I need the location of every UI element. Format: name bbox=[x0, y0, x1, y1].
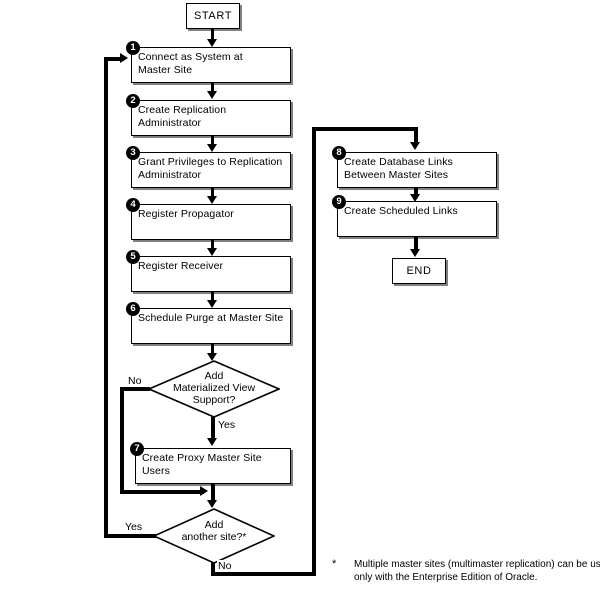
arrowhead-decision1-no-rejoin bbox=[200, 486, 208, 496]
step-box-3: Grant Privileges to Replication Administ… bbox=[131, 152, 291, 188]
connector-step9-to-end bbox=[414, 237, 418, 251]
connector-decision1-no-horizontal bbox=[120, 387, 150, 391]
step-label-8: Create Database Links Between Master Sit… bbox=[344, 156, 453, 181]
step-badge-5: 5 bbox=[126, 250, 140, 264]
decision-another-site bbox=[153, 508, 275, 564]
footnote-marker: * bbox=[332, 558, 337, 570]
decision2-yes-label: Yes bbox=[124, 521, 144, 533]
connector-step4-to-step5 bbox=[211, 240, 214, 249]
connector-decision2-no-into-step8 bbox=[312, 127, 417, 131]
connector-decision2-no-vertical-short bbox=[211, 559, 215, 576]
connector-decision2-no-horizontal bbox=[211, 572, 316, 576]
end-terminator: END bbox=[392, 258, 446, 284]
step-box-5: Register Receiver bbox=[131, 256, 291, 292]
connector-step3-to-step4 bbox=[211, 188, 214, 197]
arrowhead-step5-to-step6 bbox=[207, 300, 217, 308]
arrowhead-decision2-no-into-step8 bbox=[410, 142, 420, 150]
step-label-1: Connect as System at Master Site bbox=[138, 51, 243, 76]
step-box-9: Create Scheduled Links bbox=[337, 201, 497, 237]
connector-decision1-no-rejoin bbox=[120, 490, 204, 494]
start-terminator: START bbox=[186, 3, 240, 29]
step-box-8: Create Database Links Between Master Sit… bbox=[337, 152, 497, 188]
step-badge-3: 3 bbox=[126, 146, 140, 160]
connector-start-to-step1 bbox=[211, 29, 214, 40]
connector-step5-to-step6 bbox=[211, 292, 214, 301]
arrowhead-step9-to-end bbox=[410, 249, 420, 257]
connector-decision2-no-down-to-step8 bbox=[414, 127, 418, 144]
arrowhead-step8-to-step9 bbox=[410, 194, 420, 202]
decision-label-another-site: Add another site?* bbox=[181, 519, 247, 543]
step-box-4: Register Propagator bbox=[131, 204, 291, 240]
step-box-6: Schedule Purge at Master Site bbox=[131, 308, 291, 344]
step-label-2: Create Replication Administrator bbox=[138, 104, 227, 129]
decision-label-materialized-view: Add Materialized View Support? bbox=[172, 370, 256, 406]
connector-step7-to-decision2 bbox=[211, 484, 215, 502]
connector-decision2-yes-horizontal bbox=[104, 534, 156, 538]
step-box-7: Create Proxy Master Site Users bbox=[135, 448, 291, 484]
connector-decision1-yes bbox=[211, 417, 215, 440]
arrowhead-decision2-yes-into-step1 bbox=[120, 53, 128, 63]
step-label-5: Register Receiver bbox=[138, 260, 224, 272]
step-label-6: Schedule Purge at Master Site bbox=[138, 312, 284, 324]
step-label-3: Grant Privileges to Replication Administ… bbox=[138, 156, 283, 181]
footnote: * Multiple master sites (multimaster rep… bbox=[332, 558, 600, 590]
connector-decision2-yes-vertical bbox=[104, 57, 108, 537]
step-label-9: Create Scheduled Links bbox=[344, 205, 458, 217]
decision1-yes-label: Yes bbox=[217, 419, 237, 431]
connector-step6-to-decision1 bbox=[211, 344, 214, 355]
decision-materialized-view bbox=[148, 360, 280, 418]
step-badge-2: 2 bbox=[126, 94, 140, 108]
connector-decision1-no-vertical bbox=[120, 387, 124, 493]
step-badge-6: 6 bbox=[126, 302, 140, 316]
connector-decision2-yes-into-step1 bbox=[104, 57, 124, 61]
arrowhead-step6-to-decision1 bbox=[207, 353, 217, 361]
step-box-2: Create Replication Administrator bbox=[131, 100, 291, 136]
end-label: END bbox=[406, 265, 432, 277]
arrowhead-decision1-yes bbox=[207, 438, 217, 446]
connector-step2-to-step3 bbox=[211, 136, 214, 145]
start-label: START bbox=[193, 10, 233, 22]
step-box-1: Connect as System at Master Site bbox=[131, 47, 291, 83]
arrowhead-step7-to-decision2 bbox=[207, 500, 217, 508]
connector-step8-to-step9 bbox=[414, 188, 418, 196]
step-badge-8: 8 bbox=[332, 146, 346, 160]
arrowhead-step4-to-step5 bbox=[207, 248, 217, 256]
footnote-text: Multiple master sites (multimaster repli… bbox=[354, 559, 600, 583]
step-badge-9: 9 bbox=[332, 195, 346, 209]
arrowhead-step2-to-step3 bbox=[207, 144, 217, 152]
decision2-no-label: No bbox=[217, 560, 233, 572]
step-badge-1: 1 bbox=[126, 41, 140, 55]
arrowhead-start-to-step1 bbox=[207, 39, 217, 47]
arrowhead-step1-to-step2 bbox=[207, 91, 217, 99]
connector-decision2-no-vertical-right bbox=[312, 127, 316, 576]
arrowhead-step3-to-step4 bbox=[207, 196, 217, 204]
step-badge-7: 7 bbox=[130, 442, 144, 456]
step-label-4: Register Propagator bbox=[138, 208, 234, 220]
decision1-no-label: No bbox=[127, 375, 143, 387]
step-label-7: Create Proxy Master Site Users bbox=[142, 452, 262, 477]
step-badge-4: 4 bbox=[126, 198, 140, 212]
connector-step1-to-step2 bbox=[211, 83, 214, 92]
